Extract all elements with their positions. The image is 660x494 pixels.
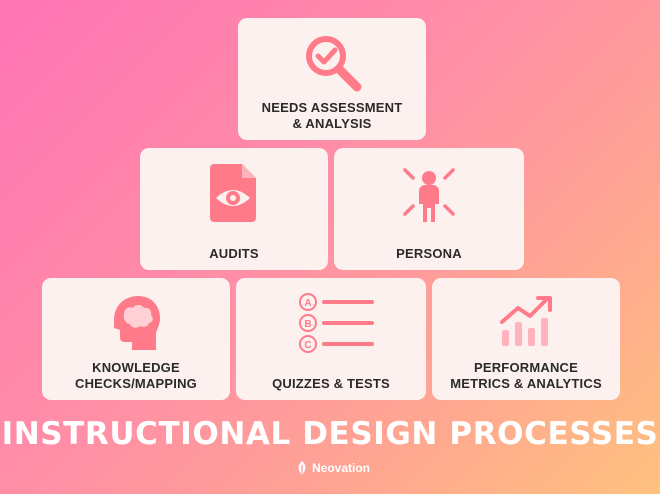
option-b-letter: B bbox=[304, 319, 311, 330]
person-rays-icon bbox=[403, 168, 455, 222]
card-performance-metrics: PERFORMANCE METRICS & ANALYTICS bbox=[432, 278, 620, 400]
option-a-letter: A bbox=[304, 298, 311, 309]
card-persona-label: PERSONA bbox=[396, 246, 462, 261]
document-eye-icon bbox=[210, 164, 256, 222]
card-knowledge-checks: KNOWLEDGE CHECKS/MAPPING bbox=[42, 278, 230, 400]
brain-head-icon bbox=[114, 296, 160, 350]
bar-chart-trend-icon bbox=[500, 296, 552, 346]
card-audits: AUDITS bbox=[140, 148, 328, 270]
page-title: INSTRUCTIONAL DESIGN PROCESSES bbox=[1, 416, 659, 452]
option-c-letter: C bbox=[304, 340, 311, 351]
leaf-icon bbox=[298, 461, 306, 475]
abc-list-icon: A B C bbox=[299, 293, 374, 353]
brand-name: Neovation bbox=[312, 461, 371, 475]
card-needs-assessment: NEEDS ASSESSMENT & ANALYSIS bbox=[238, 18, 426, 140]
card-performance-metrics-label: PERFORMANCE METRICS & ANALYTICS bbox=[450, 360, 602, 391]
card-audits-label: AUDITS bbox=[209, 246, 259, 261]
card-persona: PERSONA bbox=[334, 148, 524, 270]
card-quizzes-tests: A B C QUIZZES & TESTS bbox=[236, 278, 426, 400]
brand-logo: Neovation bbox=[296, 459, 370, 477]
card-needs-assessment-label: NEEDS ASSESSMENT & ANALYSIS bbox=[261, 100, 403, 131]
magnifier-check-icon bbox=[306, 36, 362, 92]
card-quizzes-tests-label: QUIZZES & TESTS bbox=[272, 376, 390, 391]
card-knowledge-checks-label: KNOWLEDGE CHECKS/MAPPING bbox=[75, 360, 197, 391]
